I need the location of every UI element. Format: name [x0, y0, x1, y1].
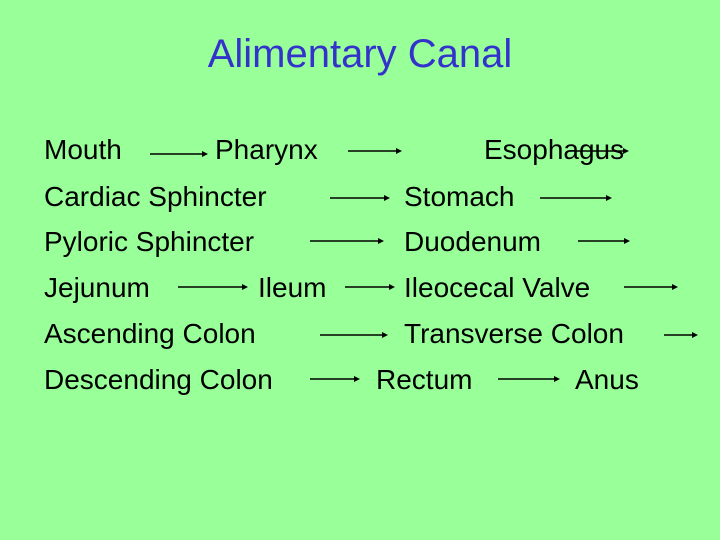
term-pharynx: Pharynx — [215, 134, 318, 165]
arrow-descending-colon-to-rectum — [310, 376, 360, 382]
arrow-stomach-to-pyloric-sphincter — [540, 195, 612, 201]
arrow-pharynx-to-esophagus — [348, 148, 402, 154]
arrow-transverse-colon-to-descending-colon — [664, 332, 698, 338]
term-ileum: Ileum — [258, 272, 327, 303]
term-cardiac-sphincter: Cardiac Sphincter — [44, 181, 267, 212]
arrow-ileocecal-valve-to-ascending-colon — [624, 284, 678, 290]
arrow-pyloric-sphincter-to-duodenum — [310, 238, 384, 244]
arrow-esophagus-to-cardiac-sphincter — [575, 148, 629, 154]
term-pyloric-sphincter: Pyloric Sphincter — [44, 226, 255, 257]
term-rectum: Rectum — [376, 364, 473, 395]
term-duodenum: Duodenum — [404, 226, 541, 257]
arrow-duodenum-to-jejunum — [578, 238, 630, 244]
term-transverse-colon: Transverse Colon — [404, 318, 624, 349]
term-ileocecal-valve: Ileocecal Valve — [404, 272, 591, 303]
term-mouth: Mouth — [44, 134, 122, 165]
term-ascending-colon: Ascending Colon — [44, 318, 256, 349]
arrow-mouth-to-pharynx — [150, 151, 208, 157]
term-esophagus: Esophagus — [484, 134, 625, 165]
term-anus: Anus — [575, 364, 639, 395]
term-jejunum: Jejunum — [44, 272, 150, 303]
term-descending-colon: Descending Colon — [44, 364, 273, 395]
arrow-cardiac-sphincter-to-stomach — [330, 195, 390, 201]
arrow-ascending-colon-to-transverse-colon — [320, 332, 388, 338]
slide-title: Alimentary Canal — [207, 32, 513, 76]
arrow-ileum-to-ileocecal-valve — [345, 284, 395, 290]
arrow-rectum-to-anus — [498, 376, 560, 382]
arrow-jejunum-to-ileum — [178, 284, 248, 290]
term-stomach: Stomach — [404, 181, 515, 212]
